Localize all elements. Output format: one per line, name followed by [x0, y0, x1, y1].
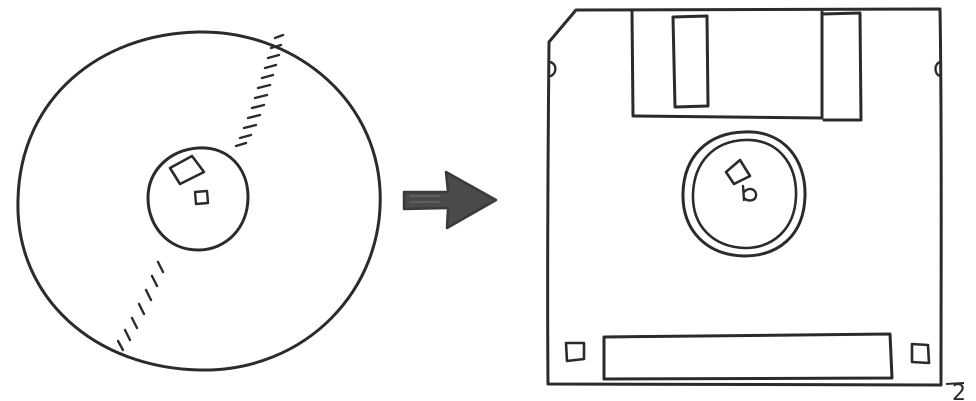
floppy-write-protect-right — [912, 344, 929, 363]
hub-spindle-square — [195, 191, 208, 204]
track-marks-lower — [118, 262, 163, 350]
floppy-hub-notch — [726, 160, 750, 184]
platter-outer-rim — [18, 32, 380, 370]
track-marks-upper — [236, 35, 283, 146]
hub-drive-notch — [170, 156, 204, 184]
page-number: 2 — [952, 381, 966, 401]
right-arrow-icon — [404, 172, 496, 228]
floppy-hub-spindle — [743, 186, 756, 200]
floppy-label-area — [604, 334, 892, 379]
floppy-shutter-extension — [822, 13, 861, 120]
floppy-shutter-window — [673, 16, 708, 107]
disk-platter-icon — [18, 32, 380, 370]
floppy-disk-icon — [548, 9, 942, 385]
floppy-write-protect-left — [566, 343, 584, 361]
floppy-shutter — [632, 12, 822, 118]
